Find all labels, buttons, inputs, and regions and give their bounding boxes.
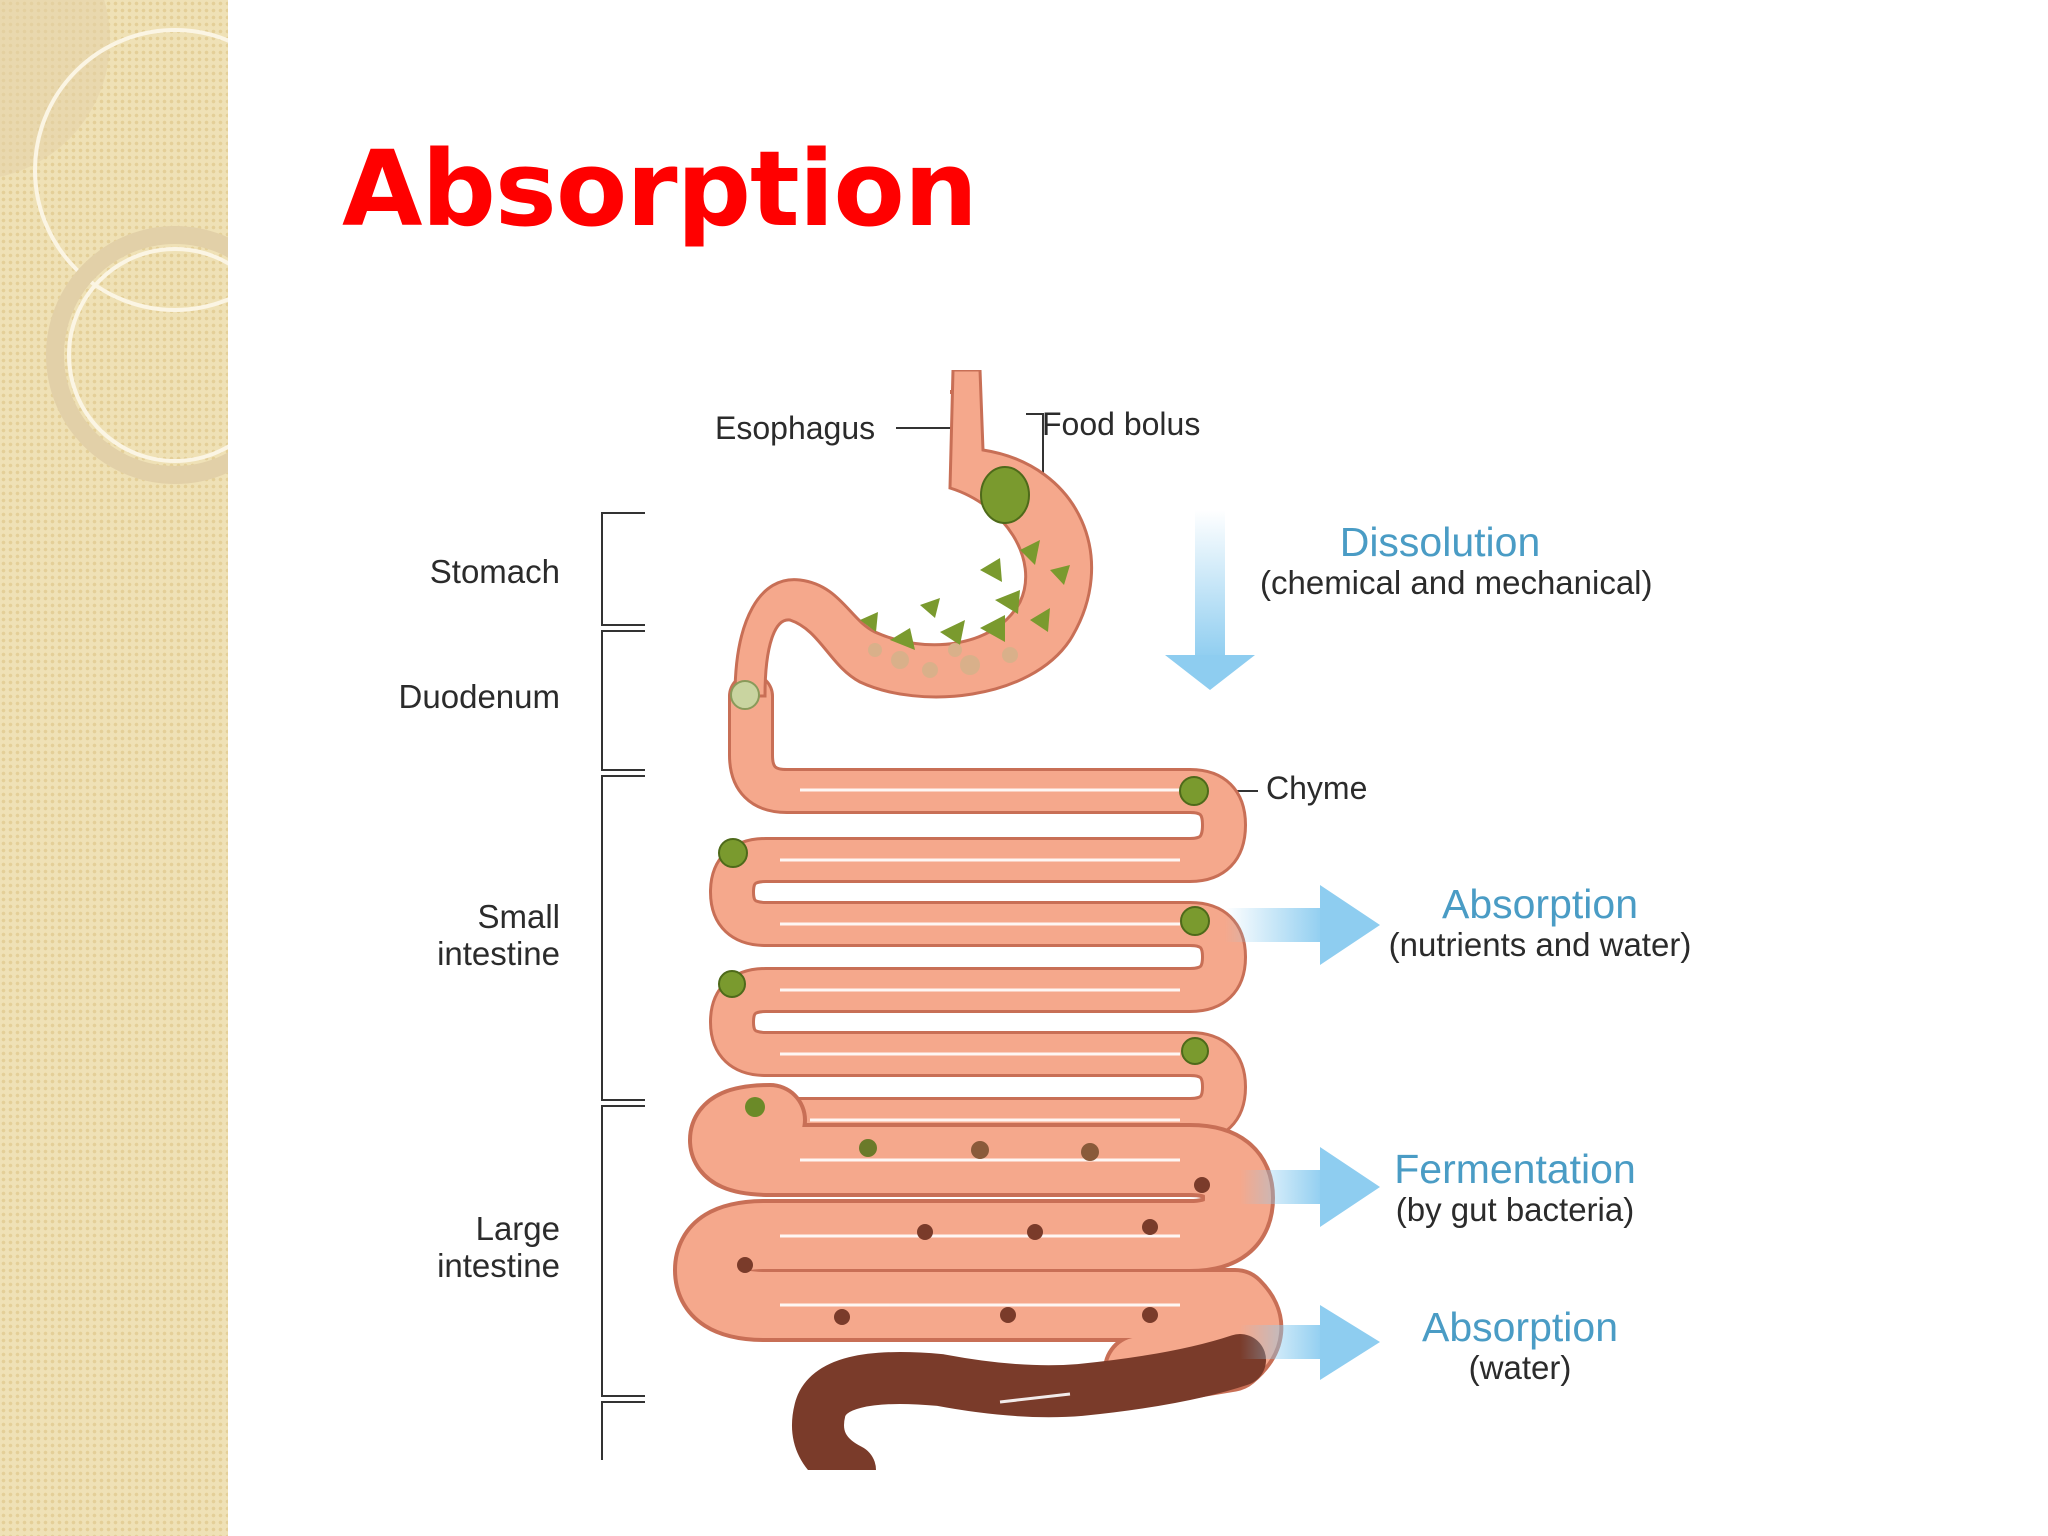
digestive-tract-diagram: Stomach Duodenum Small intestine Large i…	[380, 370, 1710, 1470]
chyme-marker	[1180, 777, 1208, 805]
decorative-rings	[0, 0, 228, 1536]
slide-title: Absorption	[342, 128, 977, 250]
food-bolus-marker	[981, 467, 1029, 523]
absorption-nutrients-arrow	[1225, 885, 1380, 965]
food-bolus-label: Food bolus	[1042, 406, 1200, 443]
stomach-label: Stomach	[430, 553, 560, 591]
esophagus-label: Esophagus	[715, 410, 875, 447]
region-brackets	[602, 513, 645, 1460]
small-intestine-label: Small intestine	[437, 898, 560, 972]
decorative-side-panel	[0, 0, 228, 1536]
duodenum-label: Duodenum	[399, 678, 560, 716]
absorption-water-label: Absorption (water)	[1385, 1305, 1655, 1387]
small-intestine-shape	[732, 696, 1224, 1120]
dissolution-arrow	[1165, 510, 1255, 690]
large-intestine-shape	[710, 1120, 1246, 1470]
chyme-label: Chyme	[1266, 770, 1367, 807]
dissolution-label: Dissolution (chemical and mechanical)	[1260, 520, 1620, 602]
fermentation-label: Fermentation (by gut bacteria)	[1380, 1147, 1650, 1229]
absorption-nutrients-label: Absorption (nutrients and water)	[1380, 882, 1700, 964]
large-intestine-label: Large intestine	[437, 1210, 560, 1284]
